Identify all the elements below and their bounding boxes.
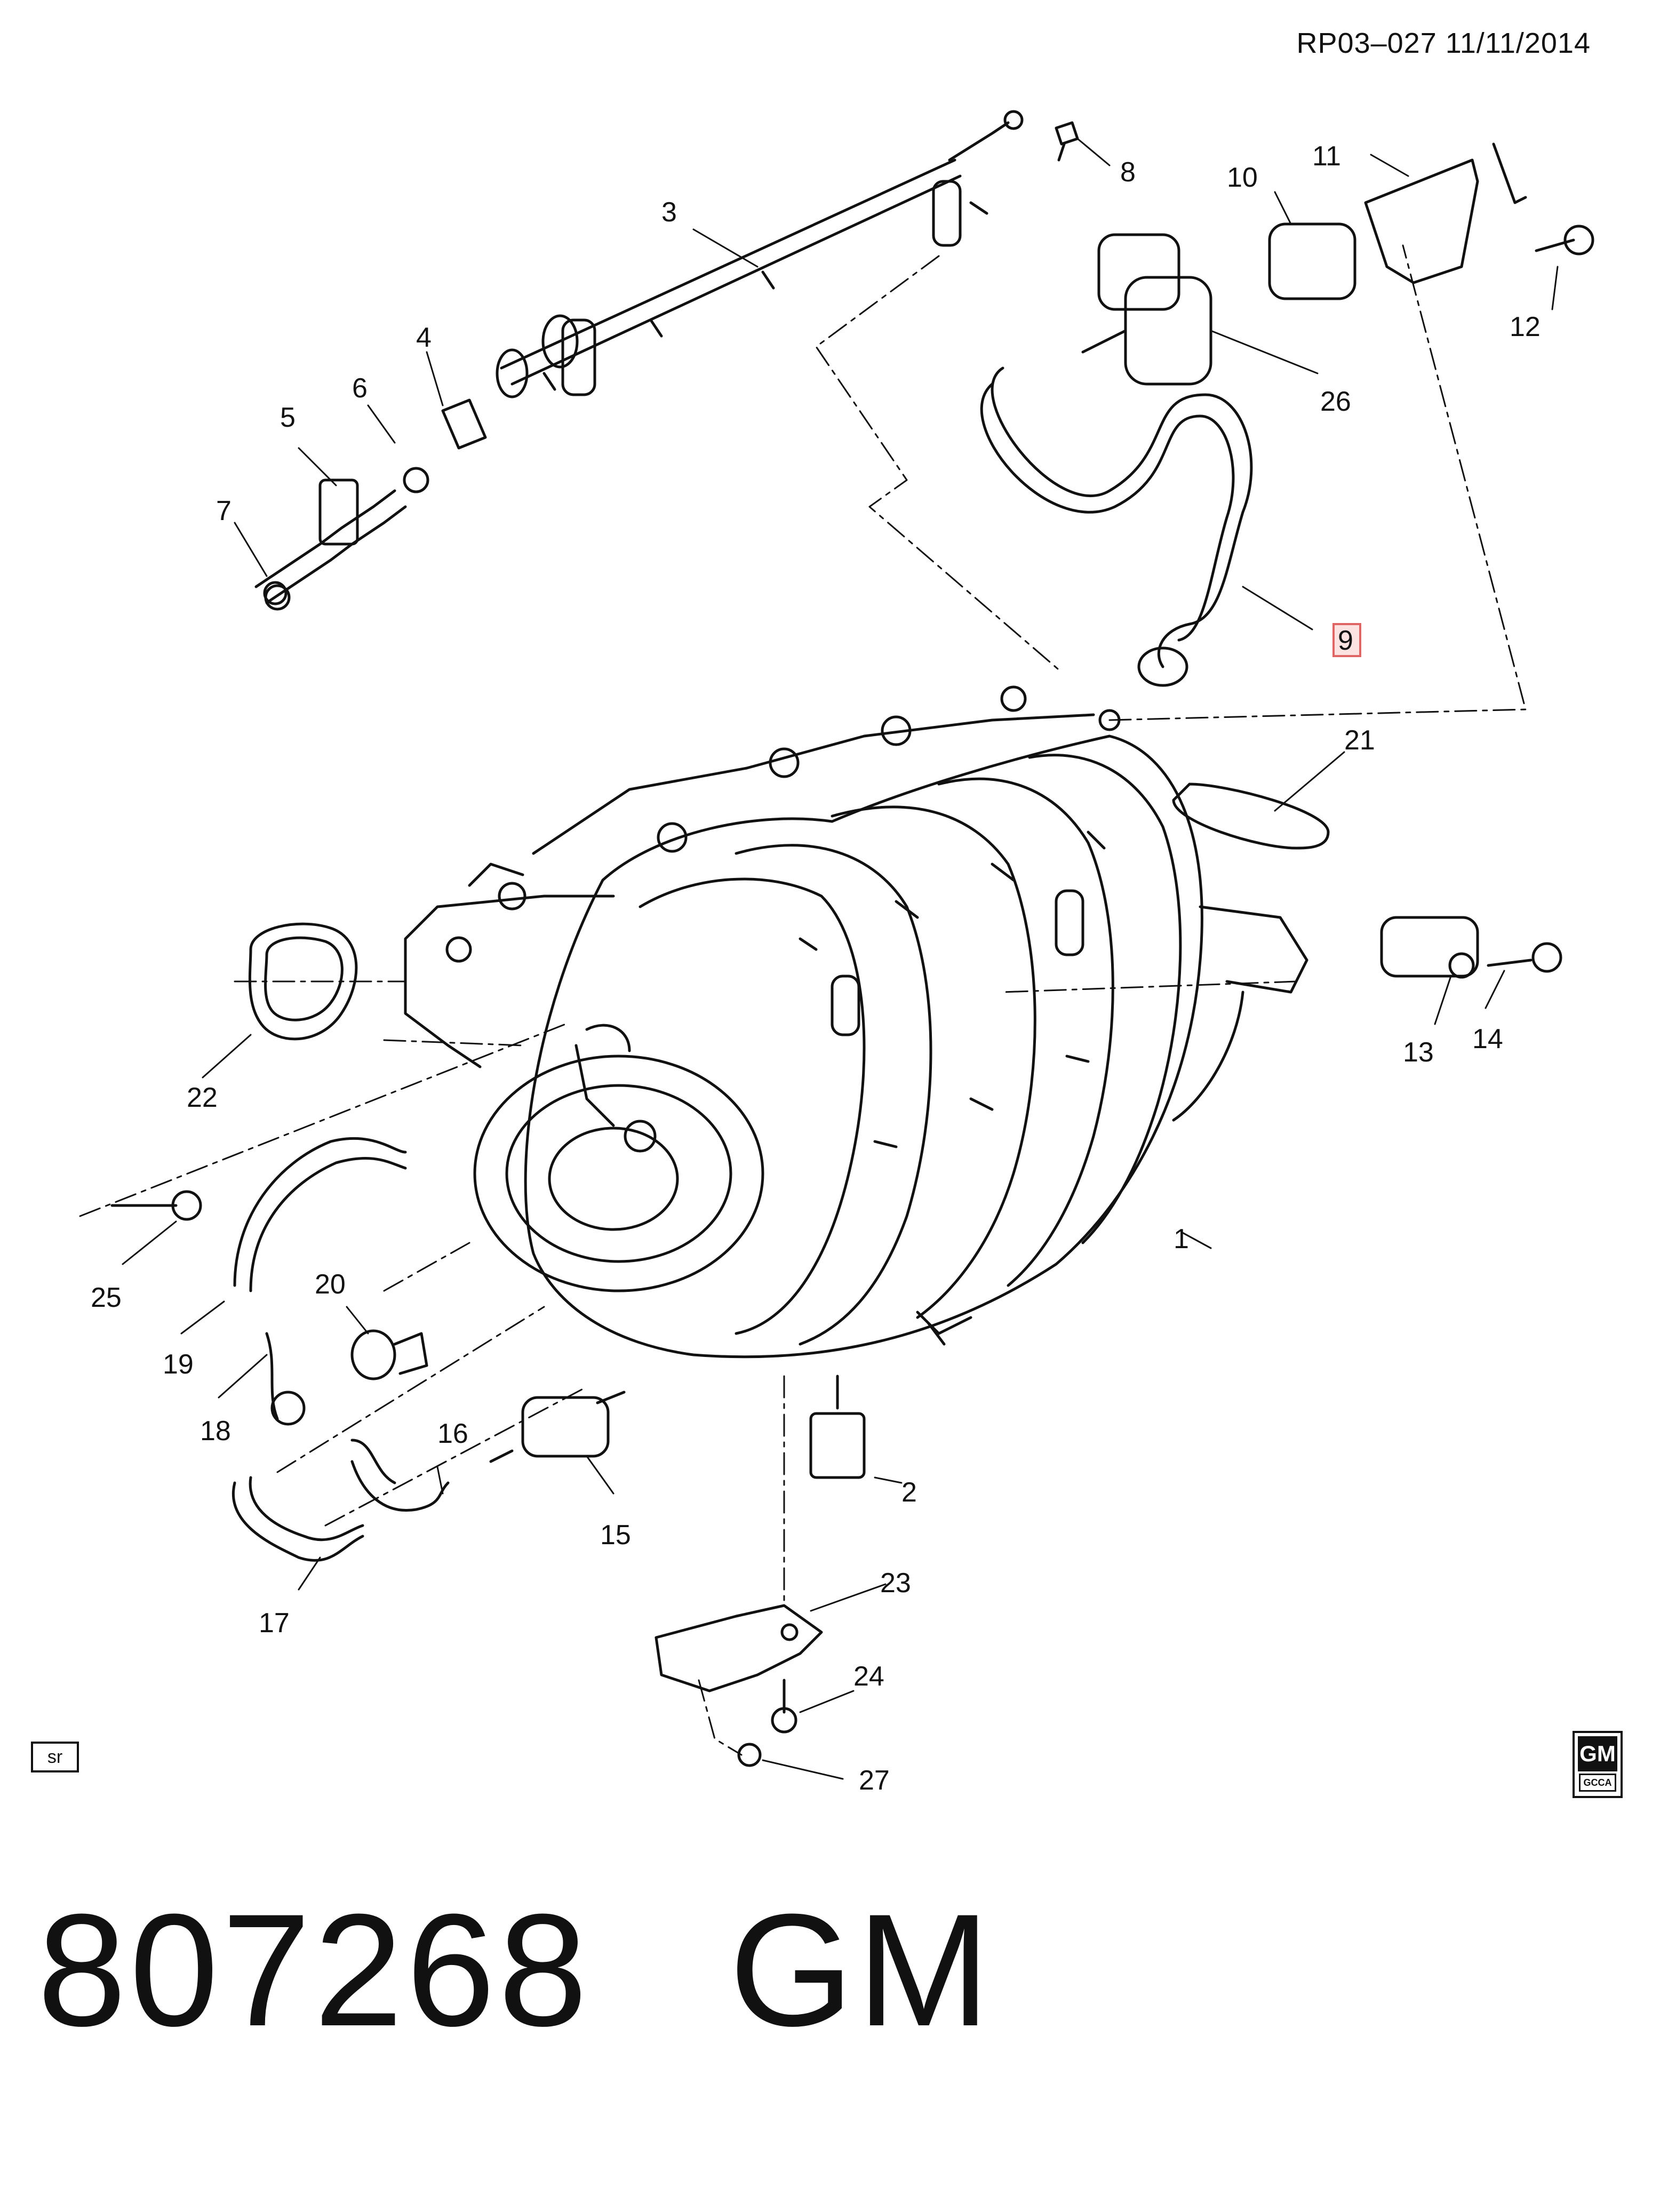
callout-labels: 1 2 3 4 5 6 7 8 9 10 11 12 13 14 15 16 1… [91, 141, 1541, 1796]
sensor-20 [350, 1329, 428, 1380]
callout-25: 25 [91, 1282, 122, 1313]
coolant-hose-19 [233, 1137, 407, 1292]
vacuum-hose [980, 366, 1253, 687]
callout-14: 14 [1472, 1024, 1503, 1055]
diagram-reference-date: RP03–027 11/11/2014 [1296, 27, 1591, 59]
gm-logo-mark: GM [1578, 1736, 1617, 1771]
callout-18: 18 [200, 1416, 231, 1447]
callout-11: 11 [1312, 141, 1341, 172]
callout-5: 5 [280, 402, 296, 433]
injector-o-ring [263, 581, 288, 605]
gm-logo: GM GCCA [1573, 1731, 1623, 1798]
intake-manifold-exploded-diagram: 1 2 3 4 5 6 7 8 9 10 11 12 13 14 15 16 1… [79, 110, 1594, 1796]
callout-16: 16 [437, 1418, 468, 1449]
footer-part-label: 807268 GM [37, 1878, 993, 2062]
callout-9-highlight [1332, 623, 1361, 657]
callout-24: 24 [853, 1661, 884, 1692]
hose-fitting-18 [265, 1332, 306, 1426]
brand-name: GM [729, 1880, 994, 2059]
callout-22: 22 [187, 1082, 218, 1113]
pressure-sensor [1380, 916, 1562, 979]
part-number: 807268 [37, 1880, 591, 2059]
outlet-gasket [1172, 782, 1330, 850]
callout-4: 4 [416, 322, 432, 353]
bolt-27 [737, 1743, 762, 1767]
bolt-8 [1055, 121, 1079, 162]
callout-20: 20 [315, 1269, 346, 1300]
fuel-rail [496, 110, 1024, 398]
callout-12: 12 [1510, 312, 1541, 342]
callout-7: 7 [216, 496, 232, 526]
callout-23: 23 [880, 1568, 911, 1599]
screw-12 [1535, 225, 1594, 255]
stud-2 [809, 1375, 866, 1479]
callout-2: 2 [901, 1477, 917, 1508]
sr-symbol: sr [31, 1742, 79, 1772]
callout-13: 13 [1403, 1037, 1434, 1068]
callout-9: 9 [1338, 625, 1353, 656]
callout-27: 27 [859, 1765, 890, 1796]
callout-8: 8 [1120, 157, 1136, 188]
intake-manifold [404, 685, 1308, 1359]
callout-6: 6 [352, 373, 368, 404]
fuel-injector [254, 398, 487, 611]
bolt-25 [110, 1190, 202, 1221]
gm-logo-sub: GCCA [1579, 1774, 1616, 1792]
callout-19: 19 [163, 1349, 194, 1380]
assembly-centerlines [79, 244, 1527, 1756]
callout-15: 15 [600, 1520, 631, 1551]
callout-3: 3 [661, 197, 677, 228]
callout-21: 21 [1344, 725, 1375, 756]
bolt-24 [771, 1679, 797, 1734]
leader-lines [122, 138, 1559, 1780]
callout-10: 10 [1227, 162, 1258, 193]
bracket-23 [655, 1604, 823, 1692]
throttle-body-gasket [248, 922, 358, 1041]
callout-26: 26 [1320, 386, 1351, 417]
callout-17: 17 [259, 1608, 290, 1639]
callout-1: 1 [1174, 1224, 1189, 1255]
purge-solenoid-bracket [1081, 142, 1527, 386]
pcv-hose-17 [232, 1476, 364, 1562]
pcv-hose-16 [350, 1439, 450, 1512]
